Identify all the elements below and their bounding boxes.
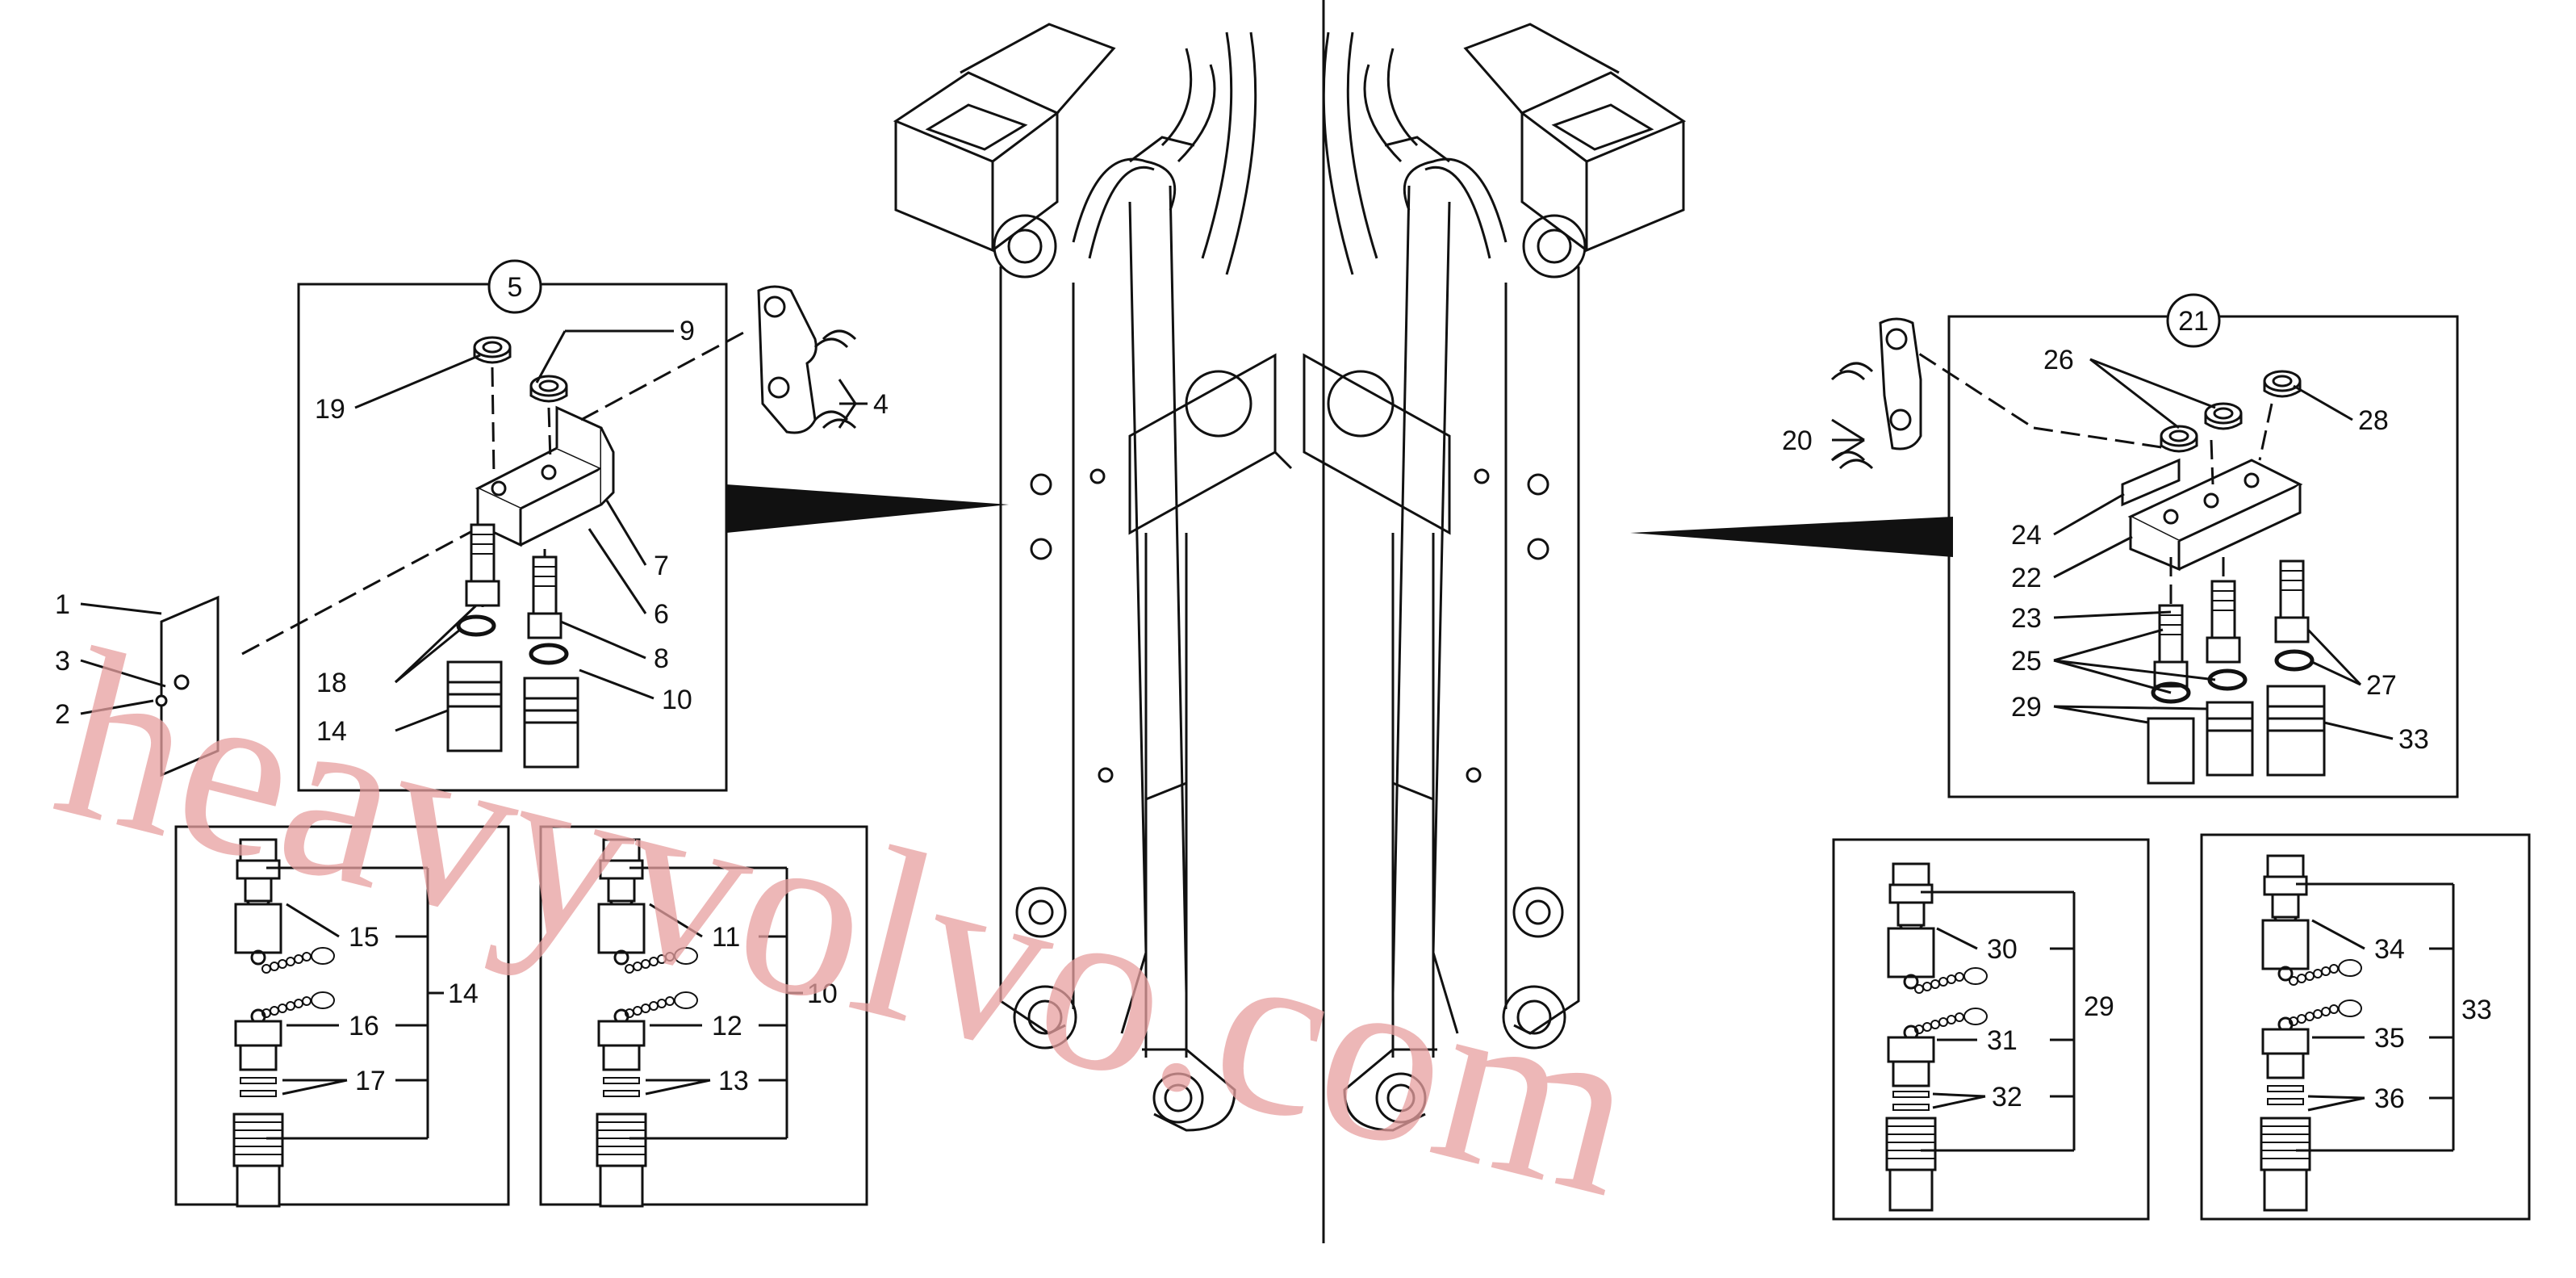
callout-23: 23 [2011,603,2042,634]
callout-17: 17 [355,1066,386,1096]
callout-5: 5 [508,272,523,303]
callout-4: 4 [873,389,889,420]
kit-box-29 [1832,838,2150,1221]
callout-18: 18 [316,668,347,698]
callout-20: 20 [1782,425,1813,456]
callout-13: 13 [718,1066,749,1096]
left-pointer-wedge [726,484,1009,533]
ref-circle-5 [487,259,542,314]
callout-1: 1 [55,589,70,620]
leader-lines [80,329,2394,740]
callout-27: 27 [2366,670,2397,701]
kit-box-33 [2200,833,2531,1221]
callout-26: 26 [2043,345,2074,375]
callout-12: 12 [712,1011,742,1041]
left-boom-arm [893,23,1293,1132]
chain-link-part-4 [757,285,857,434]
callout-8: 8 [654,643,669,674]
callout-36: 36 [2374,1083,2405,1114]
callout-9: 9 [680,316,695,346]
callout-11: 11 [712,922,740,953]
callout-35: 35 [2374,1023,2405,1054]
callout-21: 21 [2178,306,2209,337]
callout-10-kit: 10 [807,978,838,1009]
callout-34: 34 [2374,934,2405,965]
plate-part-1 [155,595,220,777]
callout-2: 2 [55,699,70,730]
callout-22: 22 [2011,563,2042,593]
callout-29-box: 29 [2011,692,2042,723]
callout-29-kit: 29 [2084,991,2114,1022]
kit-box-14 [174,825,510,1208]
callout-16: 16 [349,1011,379,1041]
right-pointer-wedge [1630,517,1953,557]
callout-15: 15 [349,922,379,953]
callout-30: 30 [1987,934,2018,965]
detail-box-21: 21 [1896,293,2459,798]
ref-circle-21 [2166,293,2221,348]
callout-33-kit: 33 [2461,995,2492,1025]
callout-28: 28 [2358,405,2389,436]
callout-14-kit: 14 [448,978,479,1009]
callout-10-box: 10 [662,685,692,715]
right-boom-arm [1303,23,1687,1132]
callout-33-box: 33 [2398,724,2429,755]
chain-link-part-20 [1830,317,1922,470]
callout-32: 32 [1992,1082,2022,1112]
callout-6: 6 [654,599,669,630]
callout-7: 7 [654,551,669,581]
callout-3: 3 [55,646,70,677]
callout-24: 24 [2011,520,2042,551]
callout-31: 31 [1987,1025,2018,1056]
detail-box-5: 5 [241,259,747,792]
callout-25: 25 [2011,646,2042,677]
callout-14-box: 14 [316,716,347,747]
callout-19: 19 [315,394,345,425]
callout-labels: 1 3 2 19 9 4 7 6 8 10 18 14 15 16 17 14 … [55,316,2492,1114]
kit-box-10 [539,825,868,1208]
